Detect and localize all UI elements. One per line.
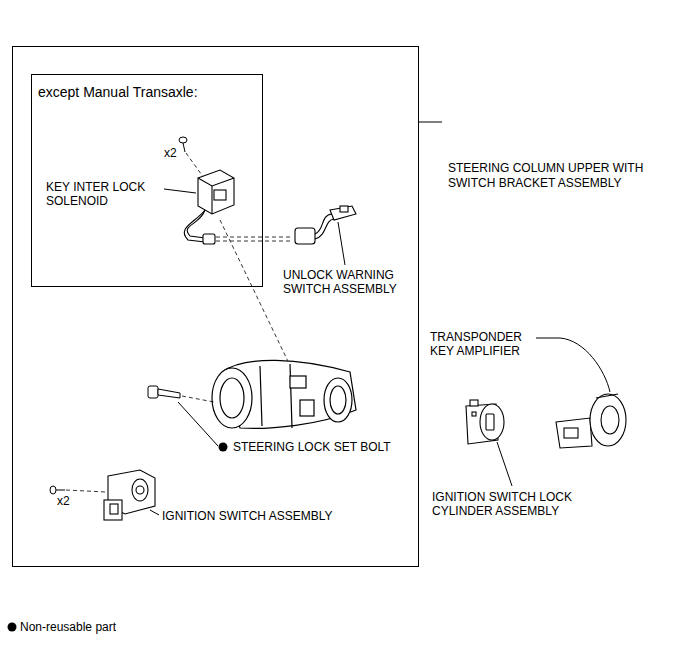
- screw-symbol: [183, 143, 185, 152]
- legend-text: Non-reusable part: [20, 620, 116, 634]
- assembly-box: STEERING COLUMN UPPER WITH SWITCH BRACKE…: [12, 46, 419, 567]
- unlock-switch-drawing: [295, 228, 315, 244]
- non-reusable-mark: [219, 443, 228, 452]
- leader-line: [536, 338, 610, 392]
- screw-symbol: [179, 137, 187, 152]
- non-reusable-mark: [219, 443, 228, 452]
- lock-cylinder-drawing: [466, 400, 504, 444]
- transponder-drawing: [564, 428, 578, 438]
- solenoid-drawing: [198, 170, 234, 214]
- leader-line: [150, 510, 159, 515]
- leader-line: [419, 122, 442, 123]
- bolt-symbol: [148, 386, 180, 398]
- steering-lock-housing: [290, 376, 306, 388]
- legend-swatch: [8, 623, 17, 632]
- solenoid-drawing: [184, 170, 234, 244]
- lock-cylinder-drawing: [486, 414, 494, 430]
- legend-entry: Non-reusable part: [20, 620, 116, 634]
- steering-lock-housing: [330, 386, 346, 414]
- part-name: UNLOCK WARNING SWITCH ASSEMBLY: [283, 268, 415, 296]
- quantity-note: x2: [57, 494, 70, 508]
- transponder-drawing: [596, 394, 618, 398]
- install-line: [182, 396, 214, 402]
- ignition-switch-drawing: [110, 504, 118, 514]
- part-name: IGNITION SWITCH ASSEMBLY: [162, 509, 332, 523]
- ignition-switch-drawing: [104, 500, 122, 520]
- bolt-symbol: [148, 386, 158, 398]
- part-name: KEY INTER LOCK SOLENOID: [46, 180, 166, 208]
- steering-lock-housing: [300, 400, 314, 416]
- legend-swatch: [8, 623, 17, 632]
- unlock-switch-drawing: [295, 206, 356, 244]
- install-line: [186, 153, 204, 178]
- leader-line: [164, 189, 196, 193]
- steering-lock-housing: [290, 364, 292, 428]
- bolt-symbol: [158, 389, 180, 398]
- assembly-name: STEERING COLUMN UPPER WITH SWITCH BRACKE…: [448, 161, 688, 191]
- screw-symbol: [50, 486, 56, 494]
- install-line: [220, 220, 296, 378]
- steering-lock-housing: [212, 368, 252, 428]
- steering-lock-housing: [324, 378, 352, 422]
- ignition-switch-drawing: [136, 486, 144, 494]
- install-line: [216, 237, 292, 238]
- solenoid-drawing: [203, 234, 215, 244]
- lock-cylinder-drawing: [472, 412, 476, 416]
- ignition-switch-drawing: [132, 479, 148, 501]
- steering-lock-housing: [260, 366, 262, 426]
- quantity-note: x2: [164, 146, 177, 160]
- solenoid-drawing: [198, 178, 234, 186]
- part-name: IGNITION SWITCH LOCK CYLINDER ASSEMBLY: [432, 490, 602, 518]
- unlock-switch-drawing: [315, 219, 334, 239]
- unlock-switch-drawing: [315, 214, 332, 234]
- leader-line: [497, 442, 512, 486]
- part-name: STEERING LOCK SET BOLT: [233, 440, 391, 454]
- screw-symbol: [56, 490, 65, 491]
- leader-line: [178, 402, 218, 446]
- leader-line: [164, 189, 345, 265]
- transponder-drawing: [601, 406, 619, 434]
- solenoid-drawing: [184, 210, 205, 242]
- screw-symbol: [179, 137, 187, 143]
- ignition-switch-drawing: [104, 470, 155, 520]
- install-line: [186, 153, 296, 378]
- leader-line: [178, 402, 218, 446]
- steering-lock-housing: [212, 360, 356, 428]
- screw-symbol: [50, 486, 65, 494]
- leader-line: [536, 338, 610, 392]
- install-line: [66, 490, 106, 492]
- leader-line: [338, 222, 345, 265]
- transponder-drawing: [590, 394, 626, 446]
- transponder-drawing: [556, 418, 592, 448]
- variant-note: except Manual Transaxle:: [38, 84, 198, 101]
- unlock-switch-drawing: [340, 206, 348, 212]
- solenoid-drawing: [211, 186, 212, 214]
- lock-cylinder-drawing: [470, 400, 478, 406]
- lock-cylinder-drawing: [480, 404, 504, 440]
- solenoid-drawing: [214, 190, 226, 200]
- transponder-drawing: [556, 394, 626, 448]
- unlock-switch-drawing: [330, 206, 356, 220]
- part-name: TRANSPONDER KEY AMPLIFIER: [430, 330, 532, 358]
- leader-line: [150, 510, 159, 515]
- steering-lock-housing: [220, 378, 244, 418]
- leader-line: [497, 442, 512, 486]
- install-line: [216, 241, 292, 242]
- leader-line: [419, 122, 442, 123]
